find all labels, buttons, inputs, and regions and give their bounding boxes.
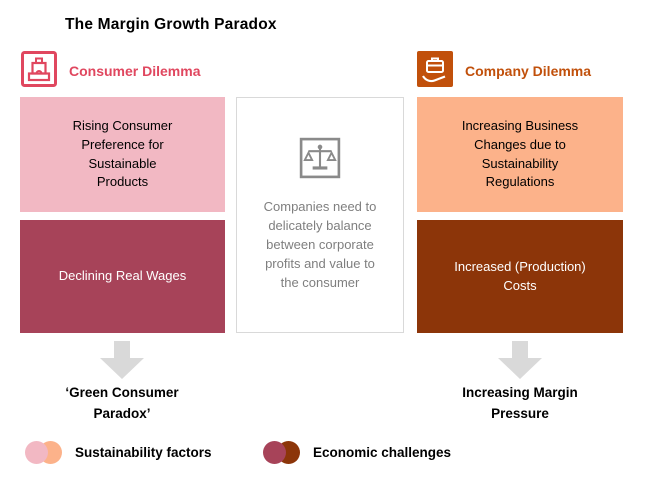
down-arrow-icon [100, 341, 144, 379]
consumer-sustainability-box: Rising Consumer Preference for Sustainab… [20, 97, 225, 212]
down-arrow-icon [498, 341, 542, 379]
consumer-sustainability-text: Rising Consumer Preference for Sustainab… [72, 117, 173, 190]
company-economic-box: Increased (Production) Costs [417, 220, 623, 333]
page-title: The Margin Growth Paradox [65, 16, 277, 33]
legend-item-sustainability: Sustainability factors [25, 440, 212, 464]
consumer-section-header: Consumer Dilemma [20, 50, 201, 93]
company-outcome-label: Increasing Margin Pressure [462, 385, 578, 421]
economic-swatch-circles [263, 440, 300, 464]
balance-scale-icon [299, 137, 341, 184]
company-sustainability-box: Increasing Business Changes due to Susta… [417, 97, 623, 212]
legend-item-economic: Economic challenges [263, 440, 451, 464]
company-sustainability-text: Increasing Business Changes due to Susta… [461, 117, 579, 190]
legend-label-economic: Economic challenges [313, 444, 452, 460]
consumer-outcome-label: ‘Green Consumer Paradox’ [65, 385, 179, 421]
consumer-economic-text: Declining Real Wages [58, 268, 187, 284]
center-box-text: Companies need to delicately balance bet… [263, 199, 377, 290]
company-section-header: Company Dilemma [416, 50, 592, 93]
sustainability-swatch-circles [25, 440, 62, 464]
consumer-economic-box: Declining Real Wages [20, 220, 225, 333]
pink-circle-swatch [25, 440, 48, 464]
maroon-circle-swatch [263, 440, 286, 464]
company-header-label: Company Dilemma [465, 63, 592, 79]
company-economic-text: Increased (Production) Costs [454, 258, 586, 293]
consumer-header-label: Consumer Dilemma [69, 63, 201, 79]
cash-register-icon [20, 50, 58, 93]
legend-label-sustainability: Sustainability factors [75, 444, 212, 460]
briefcase-hand-icon [416, 50, 454, 93]
center-balance-box: Companies need to delicately balance bet… [236, 97, 404, 333]
